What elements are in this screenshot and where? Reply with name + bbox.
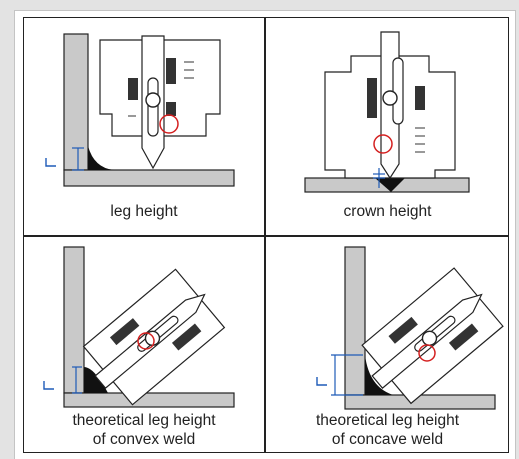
caption-text: theoretical leg height xyxy=(315,412,460,429)
convex-fillet-weld-gauge-icon xyxy=(43,246,235,408)
cell-caption: theoretical leg height of concave weld xyxy=(265,411,510,449)
cell-leg-height: leg height xyxy=(24,18,264,235)
cell-caption: theoretical leg height of convex weld xyxy=(24,411,264,449)
caption-line: theoretical leg height of convex weld xyxy=(24,411,264,449)
caption-text: theoretical leg height xyxy=(72,412,216,429)
cell-crown-height: crown height xyxy=(265,18,510,235)
butt-weld-crown-height-gauge-icon xyxy=(304,31,470,193)
cell-convex-weld: theoretical leg height of convex weld xyxy=(24,237,264,454)
caption-text: of concave weld xyxy=(331,431,444,448)
caption-text: of convex weld xyxy=(92,431,196,448)
cell-caption: leg height xyxy=(110,203,178,220)
grid-divider-horizontal xyxy=(24,235,508,237)
cell-concave-weld: theoretical leg height of concave weld xyxy=(265,237,510,454)
caption-line: theoretical leg height of concave weld xyxy=(265,411,510,449)
cell-caption: crown height xyxy=(343,203,432,220)
fillet-weld-leg-height-gauge-icon xyxy=(45,33,235,187)
figure-grid: leg height crown xyxy=(23,17,509,453)
concave-fillet-weld-gauge-icon xyxy=(316,246,504,410)
figure-frame: leg height crown xyxy=(14,10,516,459)
